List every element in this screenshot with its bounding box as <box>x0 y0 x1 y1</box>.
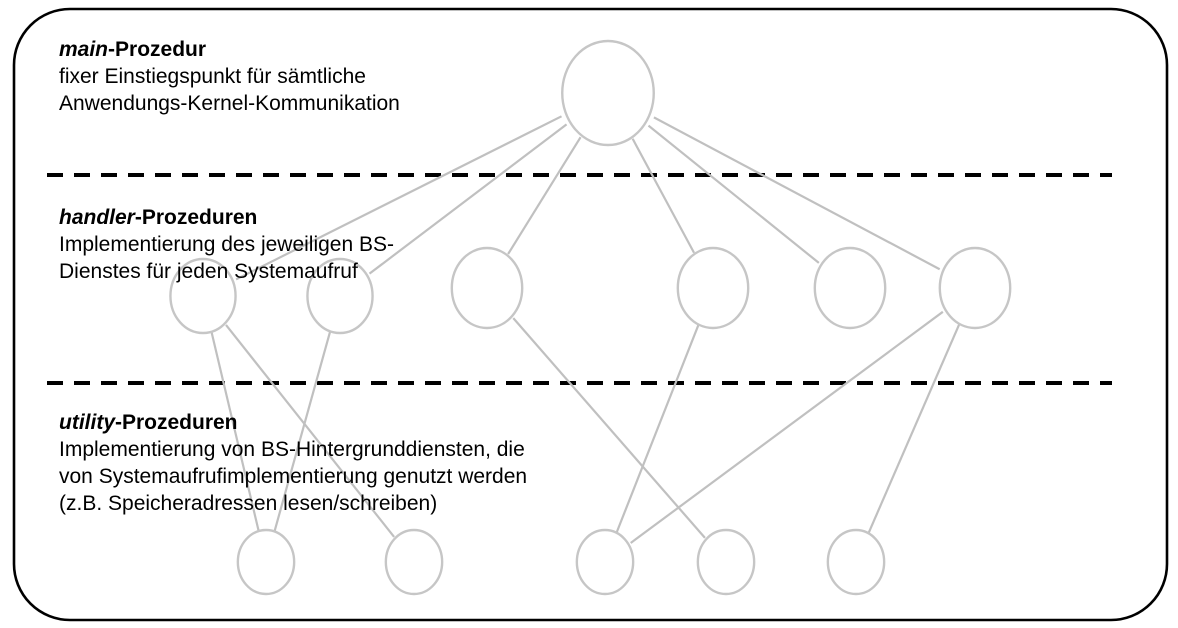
edge-h6-u3 <box>630 310 944 544</box>
edge-m1-h4 <box>631 138 696 254</box>
edge-h3-u4 <box>512 317 706 539</box>
edge-layer <box>210 115 961 544</box>
node-u5[interactable] <box>826 528 886 596</box>
node-h5[interactable] <box>813 246 887 330</box>
node-h2[interactable] <box>306 257 374 335</box>
node-u2[interactable] <box>384 528 444 596</box>
edge-m1-h1 <box>235 115 563 281</box>
node-h4[interactable] <box>676 246 750 330</box>
node-u3[interactable] <box>575 528 635 596</box>
edge-h6-u5 <box>867 324 961 534</box>
section-title-suffix-utility: -Prozeduren <box>115 411 238 434</box>
section-description-handler: Implementierung des jeweiligen BS- Diens… <box>59 233 395 283</box>
section-title-utility: utility-Prozeduren <box>59 409 527 436</box>
frame-group <box>12 7 1169 622</box>
node-u1[interactable] <box>236 528 296 596</box>
edge-h2-u1 <box>273 331 332 532</box>
section-description-main: fixer Einstiegspunkt für sämtliche Anwen… <box>59 65 400 115</box>
node-layer <box>169 39 1012 596</box>
section-label-utility: utility-Prozeduren Implementierung von B… <box>59 409 527 517</box>
edge-h1-u2 <box>225 324 395 538</box>
rounded-frame <box>12 7 1169 622</box>
section-title-suffix-handler: -Prozeduren <box>134 206 258 229</box>
section-description-utility: Implementierung von BS-Hintergrunddienst… <box>59 438 528 515</box>
edge-m1-h6 <box>653 116 941 271</box>
section-term-utility: utility <box>59 411 115 434</box>
section-term-main: main <box>59 38 109 61</box>
section-label-handler: handler-Prozeduren Implementierung des j… <box>59 204 394 285</box>
edge-m1-h3 <box>507 136 582 255</box>
node-h3[interactable] <box>450 246 524 330</box>
section-term-handler: handler <box>59 206 135 229</box>
edge-h4-u3 <box>615 324 700 533</box>
section-title-handler: handler-Prozeduren <box>59 204 394 231</box>
section-label-main: main-Prozedur fixer Einstiegspunkt für s… <box>59 36 400 117</box>
node-m1[interactable] <box>561 39 655 147</box>
section-title-main: main-Prozedur <box>59 36 400 63</box>
edge-m1-h5 <box>647 124 820 264</box>
node-h1[interactable] <box>169 257 237 335</box>
node-u4[interactable] <box>696 528 756 596</box>
section-title-suffix-main: -Prozedur <box>108 38 207 61</box>
edge-h1-u1 <box>210 331 260 532</box>
node-h6[interactable] <box>938 246 1012 330</box>
edge-m1-h2 <box>368 123 568 275</box>
